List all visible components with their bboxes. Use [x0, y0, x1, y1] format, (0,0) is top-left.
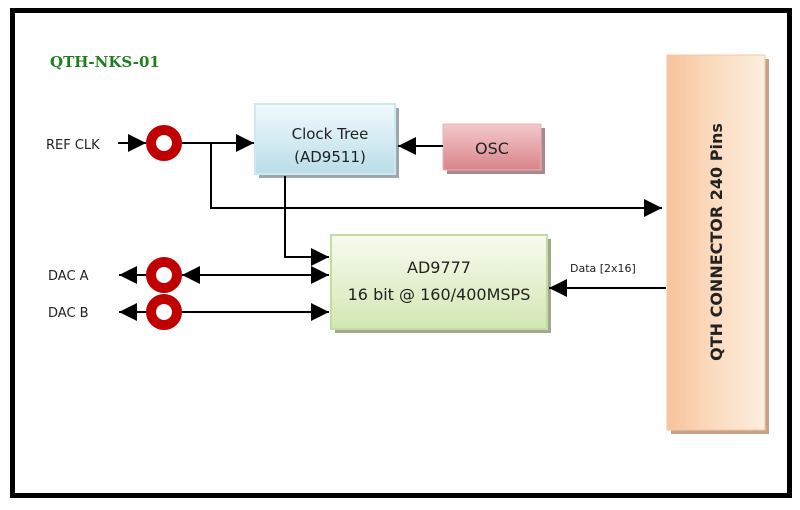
- clock-tree-label: Clock Tree: [292, 125, 369, 143]
- clock-tree-to-dac-arrow: [284, 176, 329, 266]
- dac-label: AD9777: [407, 258, 471, 277]
- diagram-title: QTH-NKS-01: [50, 53, 160, 71]
- dac-a-label: DAC A: [48, 269, 89, 284]
- osc-label: OSC: [475, 139, 509, 158]
- dac-spec: 16 bit @ 160/400MSPS: [348, 285, 531, 304]
- dac-b-connector-icon: [146, 294, 182, 330]
- dac-a-connector-icon: [146, 257, 182, 293]
- clock-tree-block: [254, 103, 396, 175]
- dac-b-label: DAC B: [48, 306, 89, 321]
- data-bus-label: Data [2x16]: [570, 262, 636, 275]
- ref-clk-connector-icon: [146, 125, 182, 161]
- connector-block: [666, 54, 766, 431]
- clock-tree-part: (AD9511): [294, 148, 366, 166]
- ref-clk-to-connector-arrow: [210, 143, 662, 217]
- connector-label: QTH CONNECTOR 240 Pins: [707, 123, 726, 361]
- dac-block: [330, 234, 548, 330]
- ref-clk-label: REF CLK: [46, 138, 100, 153]
- osc-block: [442, 123, 542, 171]
